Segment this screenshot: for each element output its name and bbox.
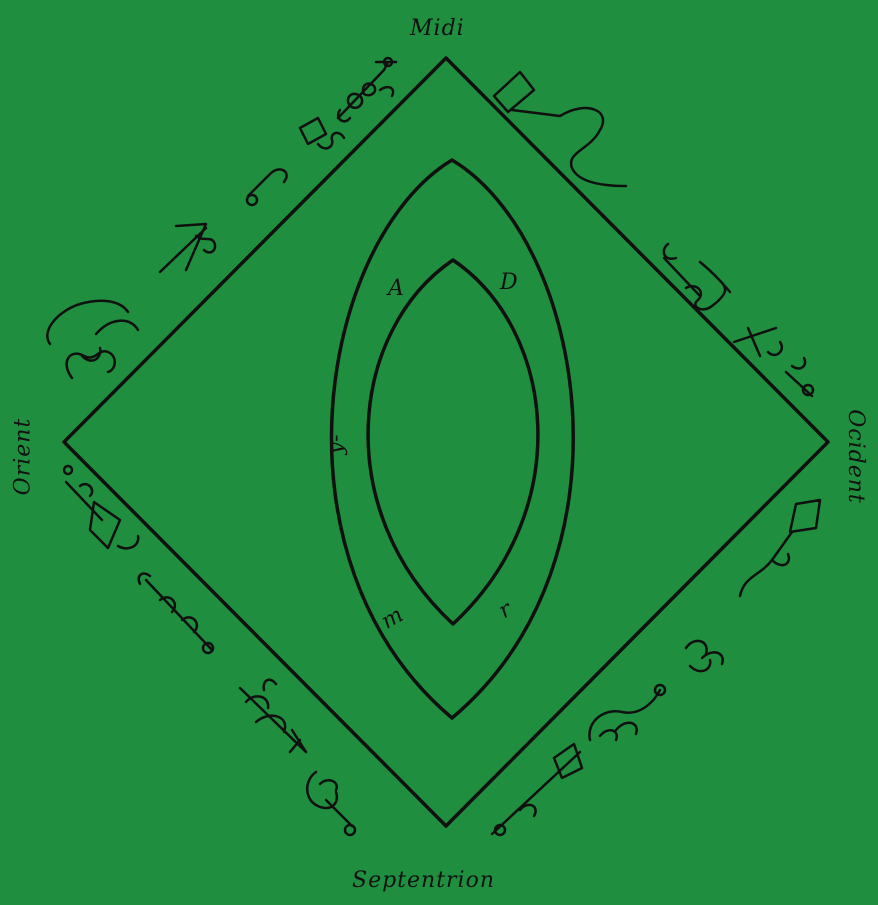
sigil-bottom-left-3 [240,680,306,752]
inner-vesica [368,260,538,624]
sigil-top-right-2 [664,244,730,309]
sigil-top-left-2 [300,110,350,148]
sigil-bottom-right-1 [740,500,820,596]
sigil-bottom-left-4 [307,772,355,835]
direction-right-label: Ocident [843,409,868,504]
direction-top-label: Midi [410,16,465,41]
sigil-top-left-5 [47,301,138,378]
inner-letter-upper-right: D [500,270,518,295]
inner-letter-left: y- [323,435,348,455]
inner-letter-upper-left: A [388,276,404,301]
sigil-top-left-3 [247,169,287,205]
sigil-bottom-right-4 [492,744,582,835]
direction-bottom-label: Septentrion [352,868,495,893]
sigil-top-left-4 [160,224,215,272]
sigil-bottom-right-3 [589,685,665,740]
sigil-top-right-1 [494,72,626,186]
sigil-bottom-right-2 [686,641,723,671]
sigil-top-left-1 [338,58,396,118]
direction-left-label: Orient [10,418,35,496]
sigil-bottom-left-2 [139,574,213,653]
